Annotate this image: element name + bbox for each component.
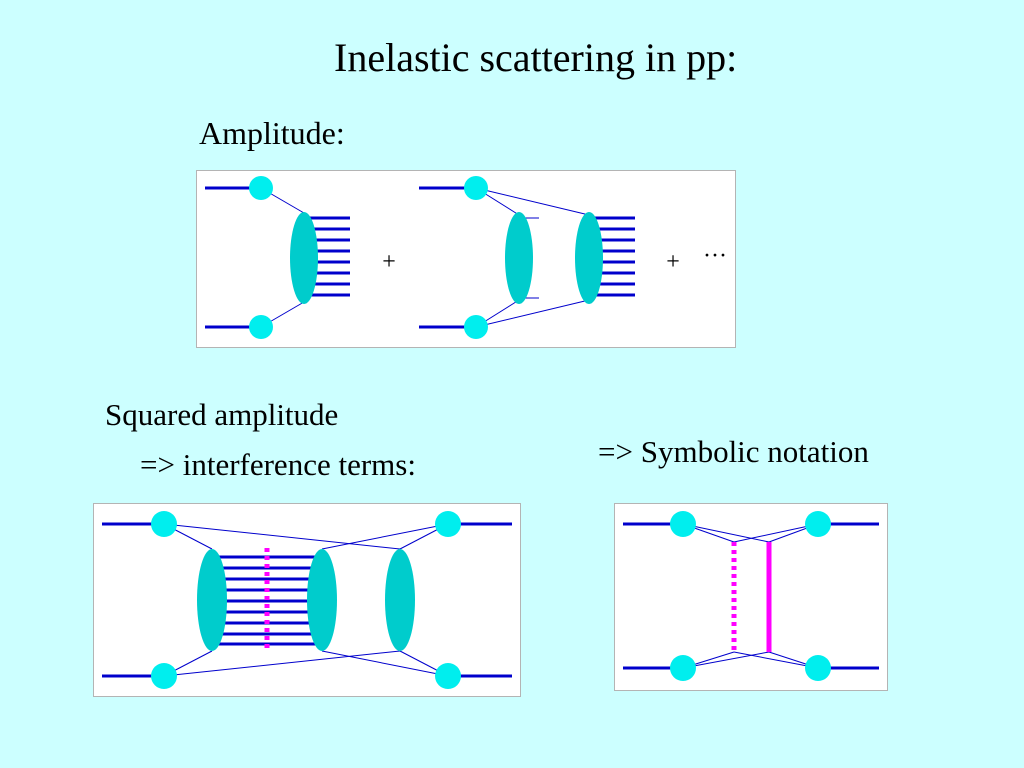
- proton-vertex: [670, 655, 696, 681]
- proton-vertex: [805, 655, 831, 681]
- amplitude-term-double-exchange: [419, 176, 635, 339]
- amplitude-diagram: + + ·: [205, 176, 727, 339]
- proton-vertex: [435, 663, 461, 689]
- symbolic-notation-panel: [614, 503, 888, 691]
- amplitude-label: Amplitude:: [199, 115, 345, 151]
- proton-vertex: [249, 315, 273, 339]
- ladder-blob: [385, 549, 415, 651]
- parton-line: [475, 187, 590, 216]
- blob-left: [505, 212, 533, 304]
- ladder-blob: [197, 549, 227, 651]
- squared-amplitude-panel: [93, 503, 521, 697]
- plus-sign: +: [382, 249, 396, 275]
- proton-vertex: [249, 176, 273, 200]
- interference-diagram: [102, 511, 512, 689]
- parton-lines: [682, 523, 819, 669]
- ladder-blob: [290, 212, 318, 304]
- proton-vertex: [435, 511, 461, 537]
- proton-vertex: [464, 315, 488, 339]
- amplitude-term-single-ladder: [205, 176, 350, 339]
- plus-sign: +: [666, 249, 680, 275]
- squared-amplitude-label: Squared amplitude: [105, 397, 339, 432]
- amplitude-diagram-panel: + + ·: [196, 170, 736, 348]
- proton-vertex: [151, 663, 177, 689]
- ladder-blob: [307, 549, 337, 651]
- ladder-blob: [575, 212, 603, 304]
- symbolic-notation-label: => Symbolic notation: [598, 434, 869, 469]
- ellipsis: ···: [703, 243, 727, 269]
- proton-vertex: [805, 511, 831, 537]
- proton-vertex: [670, 511, 696, 537]
- parton-line: [475, 299, 590, 328]
- symbolic-diagram: [623, 511, 879, 681]
- interference-terms-label: => interference terms:: [140, 447, 416, 482]
- proton-vertex: [151, 511, 177, 537]
- slide-title: Inelastic scattering in pp:: [334, 35, 738, 80]
- proton-vertex: [464, 176, 488, 200]
